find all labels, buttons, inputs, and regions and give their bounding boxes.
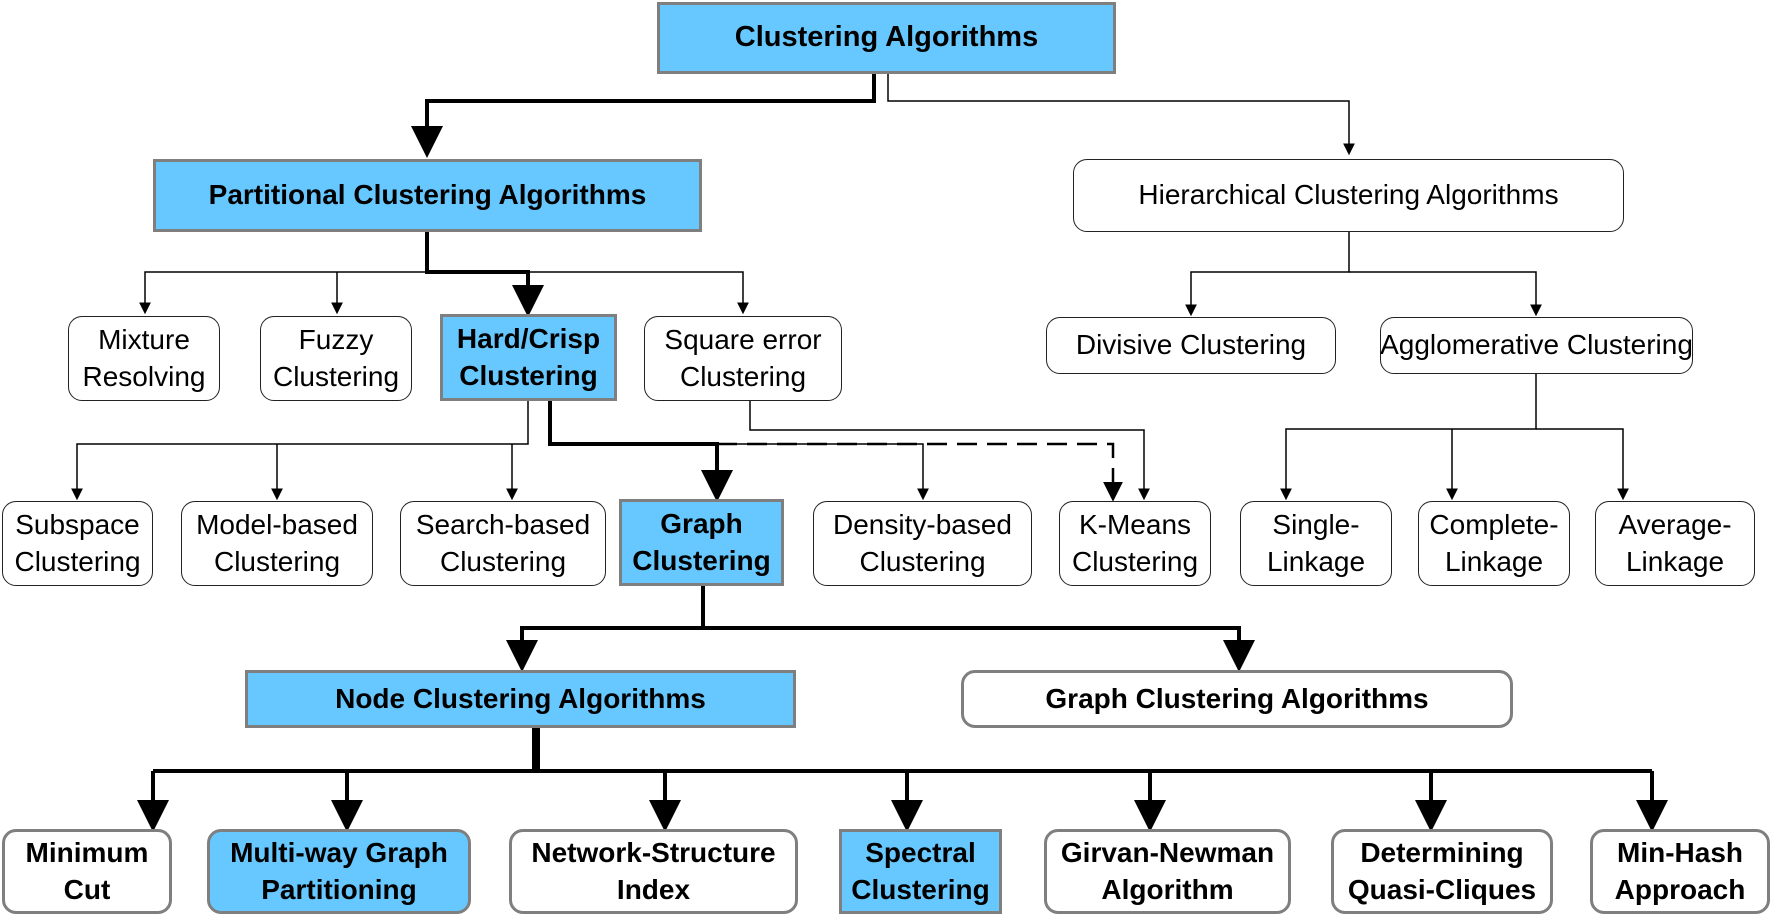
edge-hardcrisp-graph	[548, 401, 733, 502]
node-label-line1: Complete-	[1429, 509, 1559, 541]
node-node-clustering-algorithms: Node Clustering Algorithms	[245, 670, 796, 728]
node-complete-linkage: Complete- Linkage	[1418, 501, 1570, 586]
node-label-line2: Clustering	[459, 359, 598, 391]
node-label-line1: Density-based	[833, 509, 1012, 541]
edge-root-hierarchical	[887, 74, 1355, 156]
node-agglomerative-clustering: Agglomerative Clustering	[1380, 317, 1693, 374]
node-label-line2: Algorithm	[1101, 873, 1234, 905]
node-mixture-resolving: Mixture Resolving	[68, 316, 220, 401]
node-label-line2: Linkage	[1444, 545, 1544, 577]
node-label-line2: Linkage	[1266, 545, 1366, 577]
node-label-line2: Clustering	[859, 545, 986, 577]
node-label-line1: K-Means	[1078, 509, 1192, 541]
node-girvan-newman-algorithm: Girvan-Newman Algorithm	[1044, 829, 1291, 914]
node-label-line2: Quasi-Cliques	[1347, 873, 1537, 905]
edge-graph-graphclusteringalgs	[703, 626, 1255, 672]
node-divisive-clustering: Divisive Clustering	[1046, 317, 1336, 374]
node-label-line1: Search-based	[415, 509, 591, 541]
node-label-line1: Hard/Crisp	[456, 323, 601, 355]
node-label-line2: Approach	[1614, 873, 1746, 905]
node-label: Clustering Algorithms	[734, 21, 1039, 54]
node-label-line1: Girvan-Newman	[1060, 837, 1275, 869]
node-graph-clustering: Graph Clustering	[619, 499, 784, 586]
node-spectral-clustering: Spectral Clustering	[839, 829, 1002, 914]
node-label: Hierarchical Clustering Algorithms	[1138, 179, 1559, 211]
node-minimum-cut: Minimum Cut	[2, 829, 172, 914]
node-label-line2: Clustering	[213, 545, 341, 577]
node-label-line1: Average-	[1618, 509, 1732, 541]
node-label-line2: Clustering	[679, 360, 807, 392]
node-label-line2: Partitioning	[261, 873, 417, 905]
node-average-linkage: Average- Linkage	[1595, 501, 1755, 586]
node-density-based-clustering: Density-based Clustering	[813, 501, 1032, 586]
edge-graph-nodeclustering	[506, 586, 705, 672]
edge-agglomerative-single	[1280, 374, 1537, 501]
node-label-line1: Fuzzy	[298, 324, 374, 356]
node-partitional: Partitional Clustering Algorithms	[153, 159, 702, 232]
node-fuzzy-clustering: Fuzzy Clustering	[260, 316, 412, 401]
node-multi-way-graph-partitioning: Multi-way Graph Partitioning	[207, 829, 471, 914]
node-label-line1: Single-	[1272, 509, 1360, 541]
node-square-error-clustering: Square error Clustering	[644, 316, 842, 401]
edge-partitional-hardcrisp	[425, 232, 544, 317]
node-label-line2: Clustering	[439, 545, 567, 577]
node-k-means-clustering: K-Means Clustering	[1059, 501, 1211, 586]
node-model-based-clustering: Model-based Clustering	[181, 501, 373, 586]
node-label-line1: Network-Structure	[531, 837, 776, 869]
node-label-line2: Cut	[63, 873, 111, 905]
edge-partitional-mixture	[139, 271, 427, 315]
node-min-hash-approach: Min-Hash Approach	[1590, 829, 1770, 914]
node-label-line2: Clustering	[1071, 545, 1199, 577]
node-label-line2: Clustering	[14, 545, 141, 577]
node-label-line1: Minimum	[25, 837, 149, 869]
edge-hardcrisp-kmeans-dashed	[717, 442, 1123, 502]
node-label-line2: Linkage	[1625, 545, 1725, 577]
edge-partitional-squareerror	[528, 271, 749, 315]
node-label-line2: Resolving	[82, 360, 206, 392]
node-label: Agglomerative Clustering	[1380, 329, 1693, 361]
node-label-line1: Spectral	[865, 837, 976, 869]
node-label-line1: Subspace	[15, 509, 140, 541]
node-label-line2: Clustering	[851, 873, 990, 905]
node-graph-clustering-algorithms: Graph Clustering Algorithms	[961, 670, 1513, 728]
edge-hierarchical-divisive	[1185, 232, 1350, 317]
node-label-line1: Square error	[664, 324, 822, 356]
edge-hierarchical-agglomerative	[1349, 271, 1542, 317]
edge-agglomerative-average	[1536, 428, 1629, 501]
node-label-line1: Model-based	[196, 509, 358, 541]
node-subspace-clustering: Subspace Clustering	[2, 501, 153, 586]
node-label-line2: Clustering	[272, 360, 400, 392]
node-label-line1: Determining	[1360, 837, 1524, 869]
node-label: Node Clustering Algorithms	[335, 682, 706, 714]
node-hierarchical: Hierarchical Clustering Algorithms	[1073, 159, 1624, 232]
node-single-linkage: Single- Linkage	[1240, 501, 1392, 586]
node-label-line2: Clustering	[632, 544, 771, 576]
edge-squareerror-kmeans	[749, 401, 1150, 501]
node-label-line1: Min-Hash	[1617, 837, 1743, 869]
node-label-line1: Multi-way Graph	[230, 837, 448, 869]
node-label-line1: Mixture	[98, 324, 190, 356]
node-network-structure-index: Network-Structure Index	[509, 829, 798, 914]
node-label: Partitional Clustering Algorithms	[208, 179, 647, 211]
node-label: Graph Clustering Algorithms	[1045, 682, 1429, 714]
node-search-based-clustering: Search-based Clustering	[400, 501, 606, 586]
node-label-line2: Index	[616, 873, 691, 905]
edge-hardcrisp-densitybased	[717, 443, 929, 501]
node-clustering-algorithms: Clustering Algorithms	[657, 2, 1116, 74]
node-determining-quasi-cliques: Determining Quasi-Cliques	[1331, 829, 1553, 914]
edge-root-partitional	[411, 74, 876, 158]
node-hard-crisp-clustering: Hard/Crisp Clustering	[440, 314, 617, 401]
node-label-line1: Graph	[660, 508, 743, 540]
node-label: Divisive Clustering	[1075, 329, 1307, 361]
edge-hardcrisp-subspace	[71, 401, 529, 501]
